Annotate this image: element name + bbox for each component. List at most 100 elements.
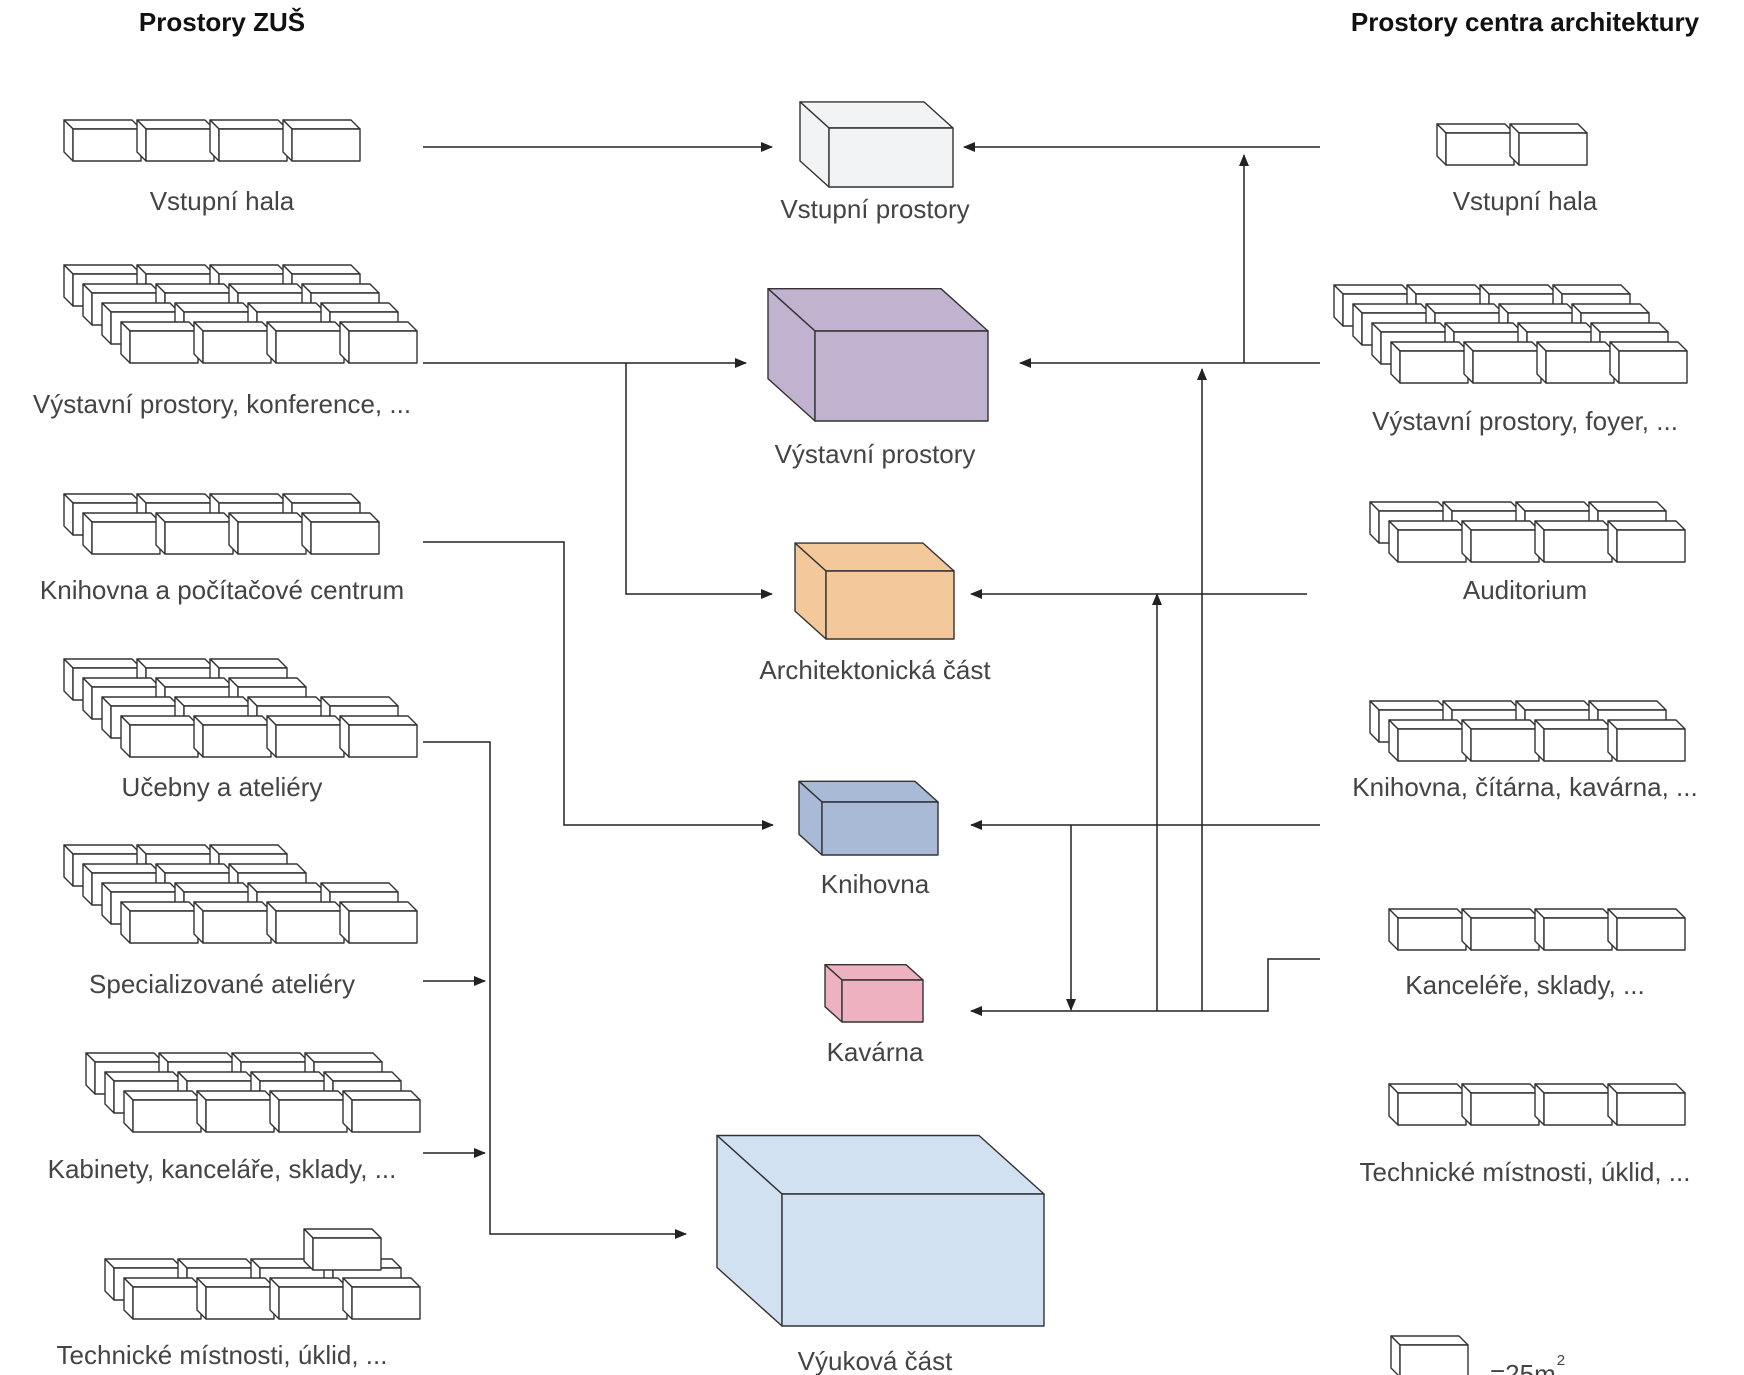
center-vystavni-prostory-block	[767, 288, 989, 422]
zus-kabinety-group	[85, 1052, 421, 1133]
unit-box-icon	[1607, 908, 1686, 951]
unit-box-icon	[1461, 719, 1540, 762]
unit-box-icon	[1461, 1083, 1540, 1126]
unit-box-icon	[1461, 520, 1540, 563]
unit-box-icon	[1463, 341, 1542, 384]
unit-box-icon	[1509, 123, 1588, 166]
unit-box-icon	[209, 119, 288, 162]
zus-specializovane-group	[63, 844, 418, 944]
unit-box-icon	[339, 715, 418, 758]
center-vystavni-prostory-label: Výstavní prostory	[775, 439, 976, 469]
unit-box-icon	[1534, 1083, 1613, 1126]
unit-box-icon	[266, 901, 345, 944]
left-header: Prostory ZUŠ	[139, 7, 305, 37]
ca-knihovna-group	[1369, 700, 1686, 762]
zus-knihovna-group	[63, 493, 380, 555]
unit-box-icon	[1388, 908, 1467, 951]
center-architektonicka-cast-label: Architektonická část	[759, 655, 991, 685]
unit-box-icon	[1390, 1335, 1469, 1375]
unit-box-icon	[1536, 341, 1615, 384]
unit-box-icon	[1607, 719, 1686, 762]
zus-specializovane-label: Specializované ateliéry	[89, 969, 355, 999]
unit-box-icon	[269, 1277, 348, 1320]
unit-box-icon	[1388, 719, 1467, 762]
unit-box-icon	[120, 901, 199, 944]
unit-box-icon	[1390, 341, 1469, 384]
legend-text: =25m2	[1490, 1352, 1565, 1375]
center-kavarna-block	[824, 964, 924, 1023]
ca-technicke-label: Technické místnosti, úklid, ...	[1360, 1157, 1691, 1187]
unit-box-icon	[1388, 1083, 1467, 1126]
unit-box-icon	[123, 1090, 202, 1133]
center-knihovna-block	[798, 780, 939, 856]
unit-box-icon	[1436, 123, 1515, 166]
unit-box-icon	[123, 1277, 202, 1320]
zus-kabinety-label: Kabinety, kanceláře, sklady, ...	[48, 1154, 397, 1184]
center-vyukova-cast-label: Výuková část	[798, 1346, 953, 1375]
unit-box-icon	[339, 321, 418, 364]
unit-box-icon	[266, 321, 345, 364]
unit-box-icon	[193, 715, 272, 758]
legend-unit-box-icon	[1390, 1335, 1469, 1375]
right-header: Prostory centra architektury	[1351, 7, 1700, 37]
connectors	[423, 142, 1320, 1239]
unit-box-icon	[1607, 520, 1686, 563]
unit-box-icon	[228, 512, 307, 555]
unit-box-icon	[301, 512, 380, 555]
center-knihovna-label: Knihovna	[821, 869, 930, 899]
center-vstupni-prostory-block	[799, 101, 954, 188]
zus-knihovna-label: Knihovna a počítačové centrum	[40, 575, 404, 605]
zus-technicke-group	[104, 1228, 421, 1320]
center-kavarna-label: Kavárna	[827, 1037, 924, 1067]
zus-ucebny-label: Učebny a ateliéry	[122, 772, 323, 802]
unit-box-icon	[136, 119, 215, 162]
center-architektonicka-cast-block	[794, 542, 955, 640]
unit-box-icon	[155, 512, 234, 555]
unit-box-icon	[342, 1090, 421, 1133]
unit-box-icon	[339, 901, 418, 944]
unit-box-icon	[1534, 719, 1613, 762]
zus-ucebny-group	[63, 658, 418, 758]
zus-vystavni-prostory-label: Výstavní prostory, konference, ...	[33, 389, 411, 419]
unit-box-icon	[120, 715, 199, 758]
arrow-vystavni-to-architektonicka	[625, 363, 773, 599]
zus-vstupni-hala-label: Vstupní hala	[150, 186, 295, 216]
ca-vstupni-hala-label: Vstupní hala	[1453, 186, 1598, 216]
unit-box-icon	[1534, 908, 1613, 951]
unit-box-icon	[1607, 1083, 1686, 1126]
unit-box-icon	[1388, 520, 1467, 563]
unit-box-icon	[303, 1228, 382, 1271]
unit-box-icon	[282, 119, 361, 162]
unit-box-icon	[1461, 908, 1540, 951]
ca-kancelare-group	[1388, 908, 1686, 951]
unit-box-icon	[63, 119, 142, 162]
ca-vstupni-hala-group	[1436, 123, 1588, 166]
ca-vystavni-prostory-group	[1333, 284, 1688, 384]
ca-kancelare-label: Kanceléře, sklady, ...	[1405, 970, 1644, 1000]
unit-box-icon	[269, 1090, 348, 1133]
unit-box-icon	[193, 321, 272, 364]
unit-box-icon	[342, 1277, 421, 1320]
center-vyukova-cast-block	[716, 1134, 1045, 1327]
unit-box-icon	[196, 1277, 275, 1320]
ca-technicke-group	[1388, 1083, 1686, 1126]
unit-box-icon	[82, 512, 161, 555]
unit-box-icon	[193, 901, 272, 944]
ca-vystavni-prostory-label: Výstavní prostory, foyer, ...	[1372, 406, 1678, 436]
unit-box-icon	[120, 321, 199, 364]
ca-knihovna-label: Knihovna, čítárna, kavárna, ...	[1352, 772, 1697, 802]
arrow-ca-kancelare-to-kavarna	[970, 958, 1320, 1016]
zus-vystavni-prostory-group	[63, 264, 418, 364]
unit-box-icon	[266, 715, 345, 758]
unit-box-icon	[196, 1090, 275, 1133]
ca-auditorium-label: Auditorium	[1463, 575, 1587, 605]
zus-technicke-label: Technické místnosti, úklid, ...	[57, 1340, 388, 1370]
arrow-knihovna-to-knihovna	[423, 541, 774, 830]
unit-box-icon	[1609, 341, 1688, 384]
unit-box-icon	[1534, 520, 1613, 563]
arrow-ucebny-to-vyukova	[423, 741, 687, 1239]
ca-auditorium-group	[1369, 501, 1686, 563]
center-vstupni-prostory-label: Vstupní prostory	[780, 194, 969, 224]
zus-vstupni-hala-group	[63, 119, 361, 162]
